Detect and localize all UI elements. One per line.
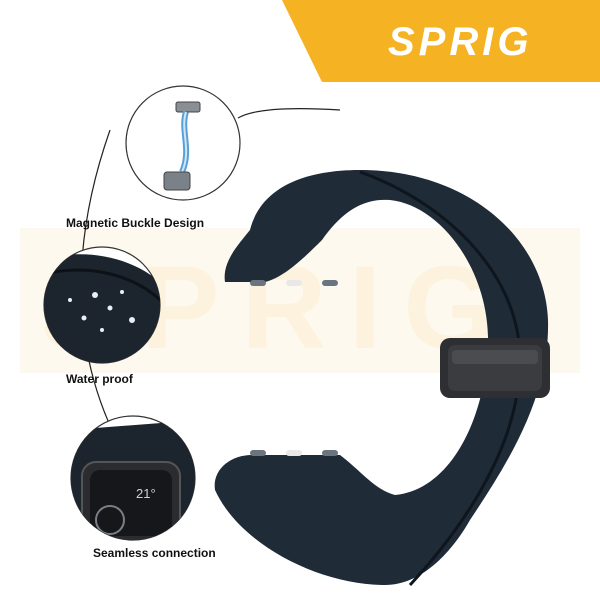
feature-circle-watch: 21° [70,415,196,541]
magnetic-buckle-icon [163,101,201,191]
feature-circle-buckle [125,85,241,201]
svg-text:21°: 21° [136,486,156,501]
feature-label-water: Water proof [66,372,133,386]
watch-face-icon: 21° [71,420,195,540]
watch-band [214,170,550,587]
feature-label-seamless: Seamless connection [93,546,216,560]
connector-line-top [237,108,341,119]
feature-circle-water [43,246,161,364]
magnetic-buckle [440,338,550,398]
brand-logo: SPRIG [388,20,533,64]
water-drops-icon [44,254,160,363]
feature-label-buckle: Magnetic Buckle Design [66,216,205,230]
